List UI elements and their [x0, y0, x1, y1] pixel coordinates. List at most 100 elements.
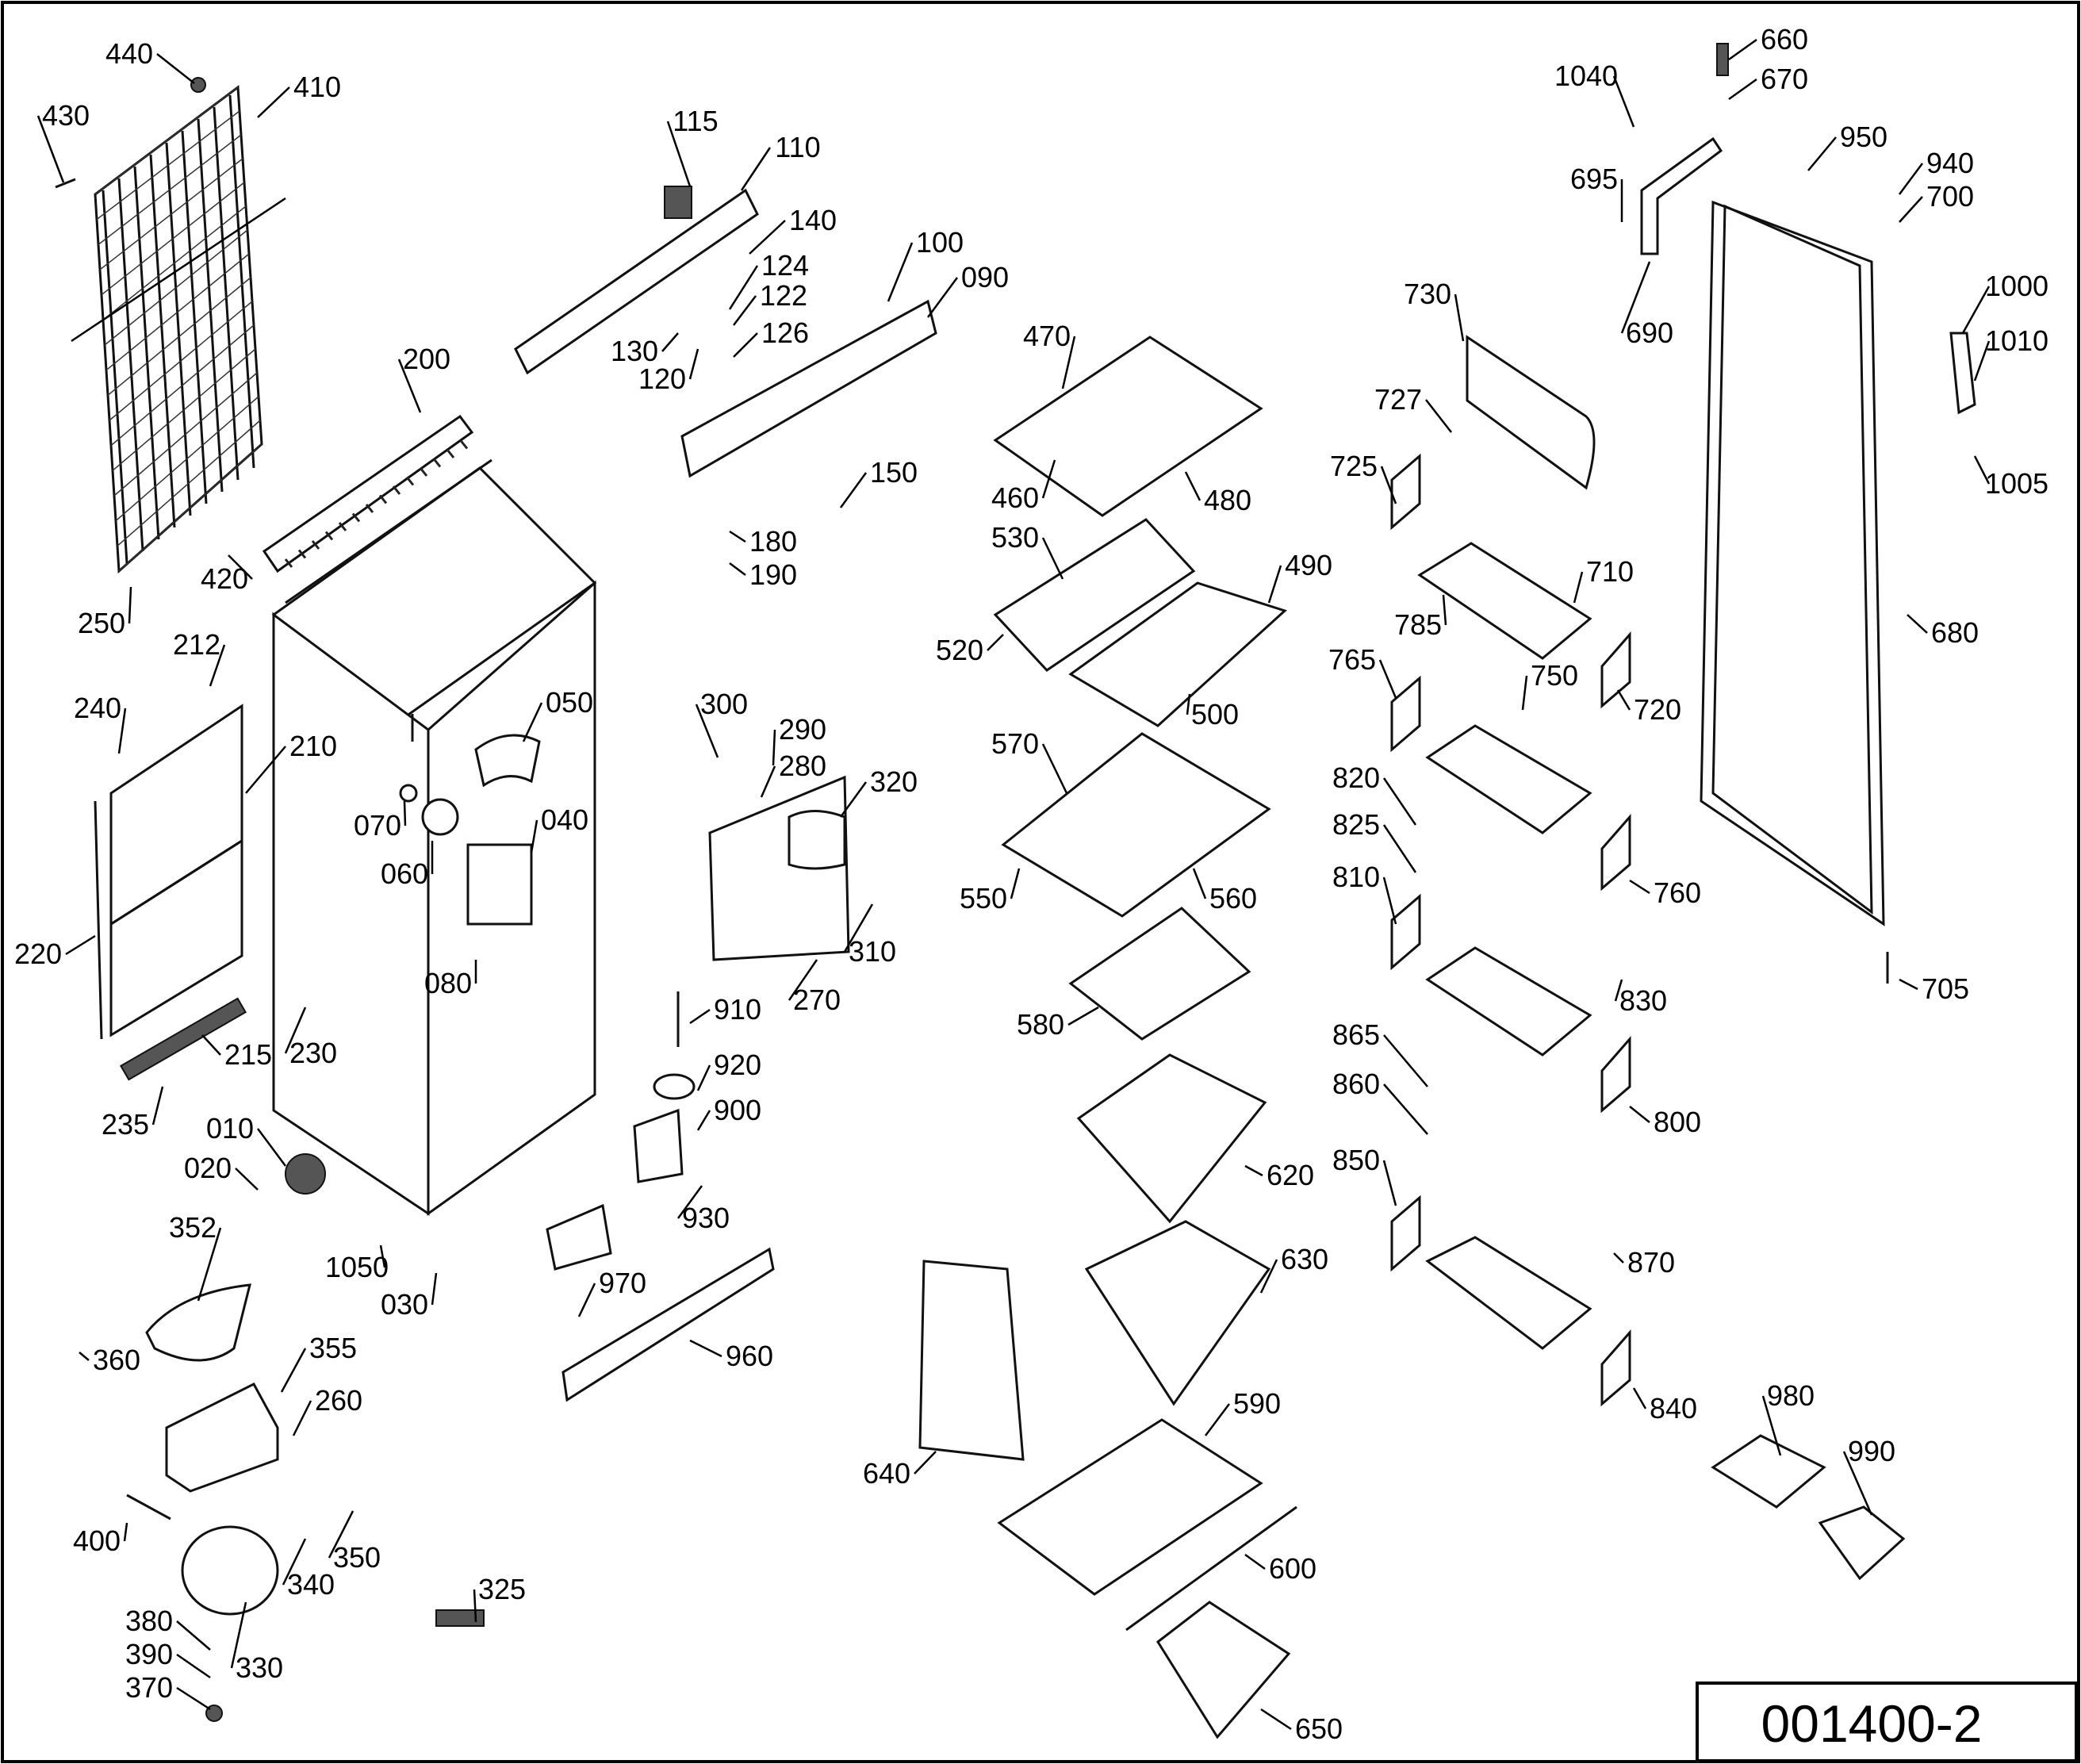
drawing-code: 001400-2: [1761, 1694, 1983, 1753]
callout-label-122: 122: [760, 279, 807, 312]
leader-line-690: [1620, 261, 1651, 334]
callout-label-580: 580: [1017, 1008, 1064, 1041]
callout-label-850: 850: [1332, 1144, 1380, 1176]
callout-label-352: 352: [169, 1211, 217, 1244]
leader-line-110: [740, 147, 772, 191]
callout-label-730: 730: [1404, 278, 1451, 310]
leader-line-930: [676, 1185, 703, 1219]
callout-label-725: 725: [1330, 450, 1378, 482]
leader-line-560: [1192, 868, 1207, 899]
callout-label-126: 126: [761, 316, 809, 349]
leader-line-865: [1383, 1034, 1428, 1087]
leader-line-352: [197, 1227, 222, 1302]
callout-label-040: 040: [541, 803, 588, 836]
callout-label-660: 660: [1761, 23, 1808, 56]
callout-label-130: 130: [611, 335, 658, 367]
leader-line-820: [1382, 777, 1417, 826]
callout-label-590: 590: [1233, 1387, 1281, 1420]
callout-label-340: 340: [287, 1568, 335, 1601]
callout-label-190: 190: [749, 558, 797, 591]
leader-line-212: [209, 644, 226, 687]
leader-line-320: [839, 781, 868, 818]
callout-label-370: 370: [125, 1671, 173, 1704]
callout-label-690: 690: [1626, 316, 1673, 349]
callout-label-620: 620: [1267, 1159, 1314, 1191]
callout-label-300: 300: [700, 688, 748, 720]
callout-label-710: 710: [1586, 555, 1634, 588]
leader-line-550: [1010, 868, 1021, 899]
leader-line-710: [1573, 571, 1584, 604]
leader-line-850: [1382, 1160, 1397, 1206]
leader-line-430: [36, 115, 65, 183]
leader-line-570: [1041, 743, 1068, 794]
leader-line-705: [1899, 978, 1918, 991]
callout-label-630: 630: [1281, 1243, 1328, 1275]
leader-line-200: [397, 359, 422, 413]
callout-label-270: 270: [793, 984, 841, 1016]
callout-label-670: 670: [1761, 63, 1808, 95]
callout-label-350: 350: [333, 1541, 381, 1574]
callout-label-930: 930: [682, 1202, 730, 1234]
title-block: 001400-2: [1696, 1682, 2078, 1762]
callout-label-235: 235: [102, 1108, 149, 1141]
callout-label-600: 600: [1269, 1552, 1316, 1585]
callout-label-810: 810: [1332, 861, 1380, 893]
leader-line-750: [1521, 675, 1528, 711]
callout-label-860: 860: [1332, 1068, 1380, 1100]
leader-line-370: [176, 1686, 211, 1711]
leader-line-230: [284, 1007, 307, 1054]
leader-line-250: [128, 586, 132, 624]
control-housing: [514, 186, 937, 961]
leader-line-215: [201, 1034, 221, 1056]
leader-line-810: [1382, 876, 1397, 925]
leader-line-520: [987, 634, 1004, 651]
callout-label-420: 420: [201, 562, 248, 595]
leader-line-180: [729, 530, 746, 543]
leader-line-440: [156, 53, 195, 84]
callout-label-870: 870: [1627, 1246, 1675, 1279]
leader-line-680: [1907, 614, 1928, 634]
callout-label-050: 050: [546, 686, 593, 719]
callout-label-695: 695: [1570, 163, 1618, 195]
callout-label-380: 380: [125, 1605, 173, 1637]
leader-line-090: [926, 277, 959, 318]
callout-label-215: 215: [224, 1038, 272, 1071]
callout-label-760: 760: [1654, 876, 1701, 909]
callout-label-070: 070: [354, 809, 401, 842]
leader-line-460: [1041, 459, 1056, 499]
callout-label-220: 220: [14, 938, 62, 970]
leader-line-490: [1267, 565, 1282, 604]
leader-line-410: [257, 86, 290, 118]
callout-label-030: 030: [381, 1288, 428, 1321]
callout-label-360: 360: [93, 1344, 140, 1376]
callout-label-080: 080: [424, 967, 472, 999]
callout-label-865: 865: [1332, 1018, 1380, 1051]
hinge-and-bottom: [546, 991, 775, 1402]
leader-line-970: [577, 1283, 596, 1317]
leader-line-840: [1632, 1387, 1647, 1409]
callout-label-110: 110: [775, 131, 820, 163]
callout-label-310: 310: [849, 935, 896, 968]
leader-line-280: [760, 765, 776, 798]
callout-label-410: 410: [293, 71, 341, 103]
leader-line-470: [1061, 336, 1076, 389]
leader-line-290: [772, 729, 776, 766]
leader-line-640: [914, 1451, 937, 1474]
callout-label-090: 090: [961, 261, 1009, 293]
callout-label-430: 430: [42, 99, 90, 132]
leader-line-210: [245, 746, 286, 794]
leader-line-355: [280, 1348, 307, 1393]
callout-label-910: 910: [714, 993, 761, 1026]
door-shelves: [1390, 335, 1906, 1581]
callout-label-765: 765: [1328, 643, 1376, 676]
callout-label-150: 150: [870, 456, 918, 489]
callout-label-900: 900: [714, 1094, 761, 1126]
callout-label-480: 480: [1204, 484, 1251, 516]
leader-line-530: [1041, 537, 1064, 580]
callout-label-020: 020: [184, 1152, 232, 1184]
callout-label-210: 210: [289, 730, 337, 762]
callout-label-550: 550: [960, 882, 1007, 915]
